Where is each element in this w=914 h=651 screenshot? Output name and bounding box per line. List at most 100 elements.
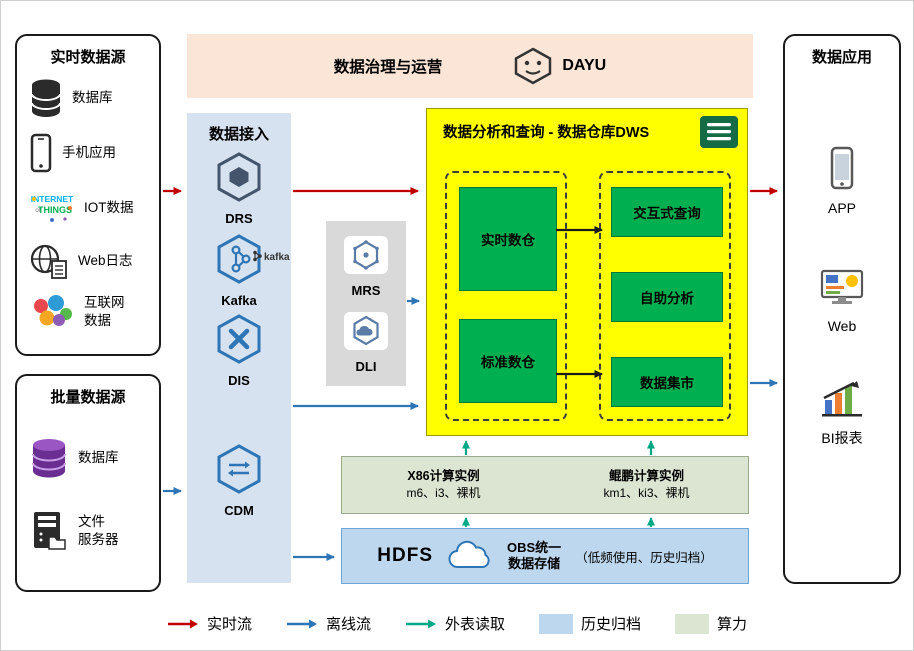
- legend-realtime: 实时流: [167, 613, 252, 634]
- web-icon: [820, 269, 864, 304]
- svg-text:of: of: [35, 207, 41, 214]
- app-item-bi: BI报表: [785, 378, 899, 448]
- applications-title: 数据应用: [811, 49, 872, 66]
- self-service-analysis-label: 自助分析: [640, 291, 694, 306]
- dws-box: 数据分析和查询 - 数据仓库DWS 实时数仓 标准数仓 交互式查询 自助分析 数…: [426, 108, 748, 436]
- app-item-web: Web: [785, 268, 899, 334]
- legend: 实时流 离线流 外表读取 历史归档 算力: [1, 613, 913, 634]
- kunpeng-title: 鲲鹏计算实例: [608, 469, 684, 484]
- source-iot: INTERNET of THINGS IOT数据: [29, 186, 155, 230]
- app-item-app: APP: [785, 146, 899, 216]
- dli-label: DLI: [355, 359, 377, 374]
- realtime-warehouse-box: 实时数仓: [459, 187, 557, 291]
- legend-offline: 离线流: [286, 613, 371, 634]
- batch-sources-title: 批量数据源: [50, 389, 126, 406]
- compute-box: X86计算实例 m6、i3、裸机 鲲鹏计算实例 km1、ki3、裸机: [341, 456, 749, 514]
- obs-note: （低频使用、历史归档）: [575, 550, 713, 565]
- dws-title: 数据分析和查询 - 数据仓库DWS: [443, 125, 650, 141]
- legend-archive-swatch: [539, 613, 573, 634]
- data-mart-label: 数据集市: [640, 376, 694, 391]
- ingestion-column: 数据接入 DRS Kafka: [187, 113, 291, 583]
- mrs-label: MRS: [351, 283, 381, 298]
- legend-offline-label: 离线流: [325, 616, 371, 633]
- interactive-query-box: 交互式查询: [611, 187, 723, 237]
- source-mobile-app: 手机应用: [29, 131, 155, 175]
- realtime-warehouse-label: 实时数仓: [481, 233, 535, 248]
- database-icon: [31, 79, 61, 117]
- svg-text:kafka: kafka: [264, 252, 290, 263]
- realtime-sources-title: 实时数据源: [50, 49, 126, 66]
- legend-external: 外表读取: [405, 613, 505, 634]
- dws-icon: [700, 116, 738, 148]
- obs-title: OBS统一 数据存储: [507, 539, 562, 571]
- dis-hexagon-icon: [217, 314, 261, 364]
- x86-compute: X86计算实例 m6、i3、裸机: [342, 457, 545, 513]
- legend-realtime-arrow-icon: [167, 619, 198, 628]
- source-internet-label: 互联网 数据: [84, 295, 125, 328]
- source-database: 数据库: [29, 76, 155, 120]
- legend-realtime-label: 实时流: [206, 616, 252, 633]
- data-mart-box: 数据集市: [611, 357, 723, 407]
- realtime-sources-box: 实时数据源 数据库 手机应用 INTERNET of THINGS: [15, 34, 161, 356]
- service-dli: DLI: [326, 311, 406, 374]
- legend-power: 算力: [675, 613, 747, 634]
- bi-label: BI报表: [821, 430, 863, 446]
- kafka-label: Kafka: [221, 293, 257, 308]
- service-cdm: CDM: [187, 443, 291, 518]
- source-iot-label: IOT数据: [84, 200, 134, 216]
- source-mobile-label: 手机应用: [62, 145, 116, 161]
- x86-spec: m6、i3、裸机: [406, 486, 481, 501]
- batch-database: 数据库: [29, 436, 155, 480]
- standard-warehouse-box: 标准数仓: [459, 319, 557, 403]
- self-service-analysis-box: 自助分析: [611, 272, 723, 322]
- database-purple-icon: [32, 439, 66, 478]
- cdm-label: CDM: [224, 503, 254, 518]
- service-drs: DRS: [187, 151, 291, 226]
- storage-box: HDFS OBS统一 数据存储 （低频使用、历史归档）: [341, 528, 749, 584]
- mrs-icon: [344, 236, 388, 274]
- service-dis: DIS: [187, 313, 291, 388]
- source-database-label: 数据库: [72, 90, 113, 106]
- app-label: APP: [827, 200, 856, 216]
- batch-sources-box: 批量数据源 数据库 文件 服务器: [15, 374, 161, 592]
- svg-text:THINGS: THINGS: [38, 205, 72, 215]
- legend-offline-arrow-icon: [286, 619, 317, 628]
- legend-archive-label: 历史归档: [581, 616, 642, 633]
- kunpeng-compute: 鲲鹏计算实例 km1、ki3、裸机: [545, 457, 748, 513]
- x86-title: X86计算实例: [407, 469, 480, 484]
- batch-file-server-label: 文件 服务器: [78, 514, 119, 547]
- applications-box: 数据应用 APP Web: [783, 34, 901, 584]
- standard-warehouse-label: 标准数仓: [481, 355, 535, 370]
- drs-label: DRS: [225, 211, 253, 226]
- warehouse-group: 实时数仓 标准数仓: [445, 171, 567, 421]
- kafka-wordmark-icon: kafka: [253, 250, 290, 263]
- dayu-label: DAYU: [562, 57, 607, 74]
- phone-icon: [30, 133, 52, 173]
- dli-icon: [344, 312, 388, 350]
- batch-file-server: 文件 服务器: [29, 509, 155, 553]
- source-weblog: Web日志: [29, 239, 155, 283]
- governance-title: 数据治理与运营: [333, 59, 443, 76]
- weblog-icon: [30, 244, 67, 279]
- dayu-logo-icon: [515, 47, 552, 85]
- service-kafka: Kafka: [187, 233, 291, 308]
- file-server-icon: [34, 512, 66, 550]
- internet-data-icon: [34, 295, 72, 326]
- interactive-query-label: 交互式查询: [633, 206, 701, 221]
- dis-label: DIS: [228, 373, 250, 388]
- legend-external-arrow-icon: [405, 619, 436, 628]
- legend-archive: 历史归档: [539, 613, 641, 634]
- svg-text:INTERNET: INTERNET: [31, 194, 74, 204]
- governance-bar: 数据治理与运营 DAYU: [187, 34, 753, 98]
- service-mrs: MRS: [326, 235, 406, 298]
- app-phone-icon: [830, 146, 854, 190]
- web-label: Web: [827, 318, 857, 334]
- processing-box: MRS DLI: [326, 221, 406, 386]
- analysis-group: 交互式查询 自助分析 数据集市: [599, 171, 731, 421]
- source-weblog-label: Web日志: [78, 253, 133, 269]
- legend-power-swatch: [675, 613, 710, 634]
- bi-chart-icon: [822, 381, 862, 417]
- source-internet-data: 互联网 数据: [29, 290, 155, 334]
- drs-hexagon-icon: [217, 152, 261, 202]
